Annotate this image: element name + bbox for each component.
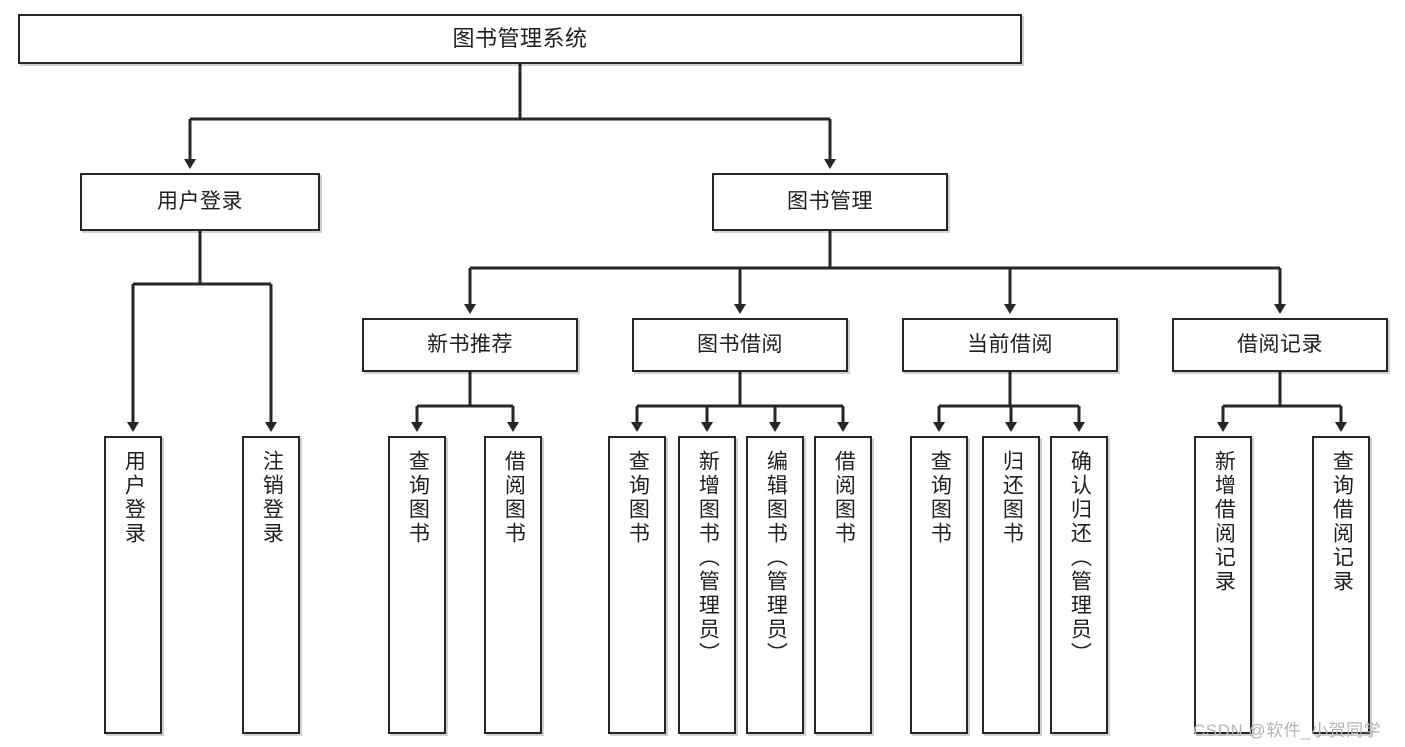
csdn-watermark: CSDN @软件_小贺同学	[1193, 721, 1382, 740]
node-leaf-query-record-label: 查询借阅记录	[1330, 450, 1354, 594]
node-leaf-borrow-book-1-label: 借阅图书	[502, 450, 526, 546]
node-leaf-add-book-label: 新增图书（管理员）	[696, 450, 720, 666]
node-leaf-borrow-book-2-label: 借阅图书	[832, 450, 856, 546]
node-leaf-add-book[interactable]: 新增图书（管理员）	[678, 436, 736, 734]
node-leaf-query-book-3-label: 查询图书	[928, 450, 952, 546]
node-leaf-user-login-label: 用户登录	[122, 450, 146, 546]
node-user-login-label: 用户登录	[157, 189, 243, 213]
node-new-book-rec[interactable]: 新书推荐	[362, 318, 578, 372]
node-leaf-add-record[interactable]: 新增借阅记录	[1194, 436, 1252, 734]
node-leaf-confirm-return-label: 确认归还（管理员）	[1068, 450, 1092, 666]
node-book-borrow[interactable]: 图书借阅	[632, 318, 848, 372]
node-leaf-edit-book-label: 编辑图书（管理员）	[764, 450, 788, 666]
node-root[interactable]: 图书管理系统	[18, 14, 1022, 64]
node-leaf-confirm-return[interactable]: 确认归还（管理员）	[1050, 436, 1108, 734]
node-leaf-query-book-2-label: 查询图书	[626, 450, 650, 546]
node-leaf-user-login[interactable]: 用户登录	[104, 436, 162, 734]
node-leaf-return-book[interactable]: 归还图书	[982, 436, 1040, 734]
node-current-borrow[interactable]: 当前借阅	[902, 318, 1118, 372]
node-book-manage[interactable]: 图书管理	[712, 173, 948, 231]
node-leaf-query-book-1-label: 查询图书	[406, 450, 430, 546]
node-leaf-query-book-3[interactable]: 查询图书	[910, 436, 968, 734]
node-leaf-add-record-label: 新增借阅记录	[1212, 450, 1236, 594]
node-leaf-logout-label: 注销登录	[260, 450, 284, 546]
node-leaf-query-record[interactable]: 查询借阅记录	[1312, 436, 1370, 734]
node-leaf-borrow-book-1[interactable]: 借阅图书	[484, 436, 542, 734]
node-book-manage-label: 图书管理	[787, 189, 873, 213]
node-new-book-rec-label: 新书推荐	[427, 332, 513, 356]
node-borrow-record[interactable]: 借阅记录	[1172, 318, 1388, 372]
node-book-borrow-label: 图书借阅	[697, 332, 783, 356]
node-leaf-edit-book[interactable]: 编辑图书（管理员）	[746, 436, 804, 734]
node-root-label: 图书管理系统	[452, 26, 588, 52]
node-leaf-return-book-label: 归还图书	[1000, 450, 1024, 546]
node-current-borrow-label: 当前借阅	[967, 332, 1053, 356]
node-leaf-query-book-1[interactable]: 查询图书	[388, 436, 446, 734]
node-user-login[interactable]: 用户登录	[80, 173, 320, 231]
node-leaf-borrow-book-2[interactable]: 借阅图书	[814, 436, 872, 734]
node-borrow-record-label: 借阅记录	[1237, 332, 1323, 356]
node-leaf-logout[interactable]: 注销登录	[242, 436, 300, 734]
node-leaf-query-book-2[interactable]: 查询图书	[608, 436, 666, 734]
